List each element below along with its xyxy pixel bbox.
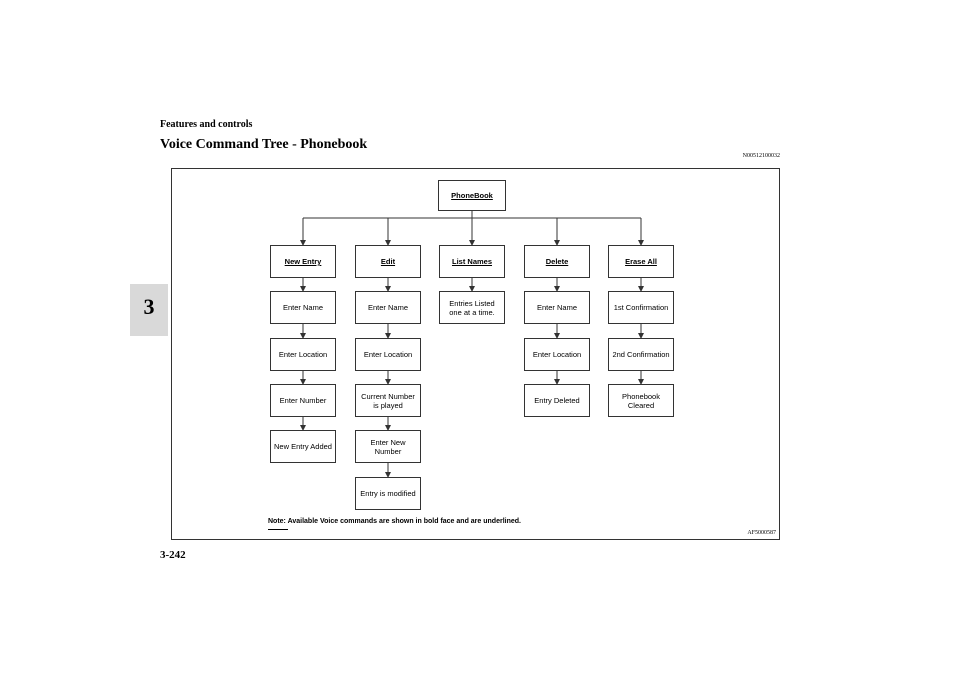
diagram-note: Note: Available Voice commands are shown… [268, 518, 521, 525]
step-new-entry-2: Enter Location [270, 338, 336, 371]
cmd-edit: Edit [355, 245, 421, 278]
step-edit-4: Enter New Number [355, 430, 421, 463]
figure-id: AF5000587 [747, 530, 776, 536]
note-underline [268, 529, 288, 530]
chapter-number: 3 [143, 294, 155, 319]
step-delete-1: Enter Name [524, 291, 590, 324]
cmd-new-entry: New Entry [270, 245, 336, 278]
step-list-names-1: Entries Listed one at a time. [439, 291, 505, 324]
step-delete-2: Enter Location [524, 338, 590, 371]
section-title: Features and controls [160, 119, 253, 130]
step-erase-all-3: Phonebook Cleared [608, 384, 674, 417]
root-phonebook: PhoneBook [438, 180, 506, 211]
step-new-entry-3: Enter Number [270, 384, 336, 417]
page-number: 3-242 [160, 549, 186, 561]
cmd-delete: Delete [524, 245, 590, 278]
step-edit-1: Enter Name [355, 291, 421, 324]
step-edit-5: Entry is modified [355, 477, 421, 510]
diagram-frame [171, 168, 780, 540]
cmd-list-names: List Names [439, 245, 505, 278]
step-edit-2: Enter Location [355, 338, 421, 371]
step-new-entry-4: New Entry Added [270, 430, 336, 463]
page-title: Voice Command Tree - Phonebook [160, 137, 368, 152]
cmd-erase-all: Erase All [608, 245, 674, 278]
doc-code: N00512100032 [742, 153, 780, 159]
step-new-entry-1: Enter Name [270, 291, 336, 324]
chapter-tab: 3 [130, 284, 168, 336]
step-edit-3: Current Number is played [355, 384, 421, 417]
step-erase-all-1: 1st Confirmation [608, 291, 674, 324]
step-delete-3: Entry Deleted [524, 384, 590, 417]
step-erase-all-2: 2nd Confirmation [608, 338, 674, 371]
